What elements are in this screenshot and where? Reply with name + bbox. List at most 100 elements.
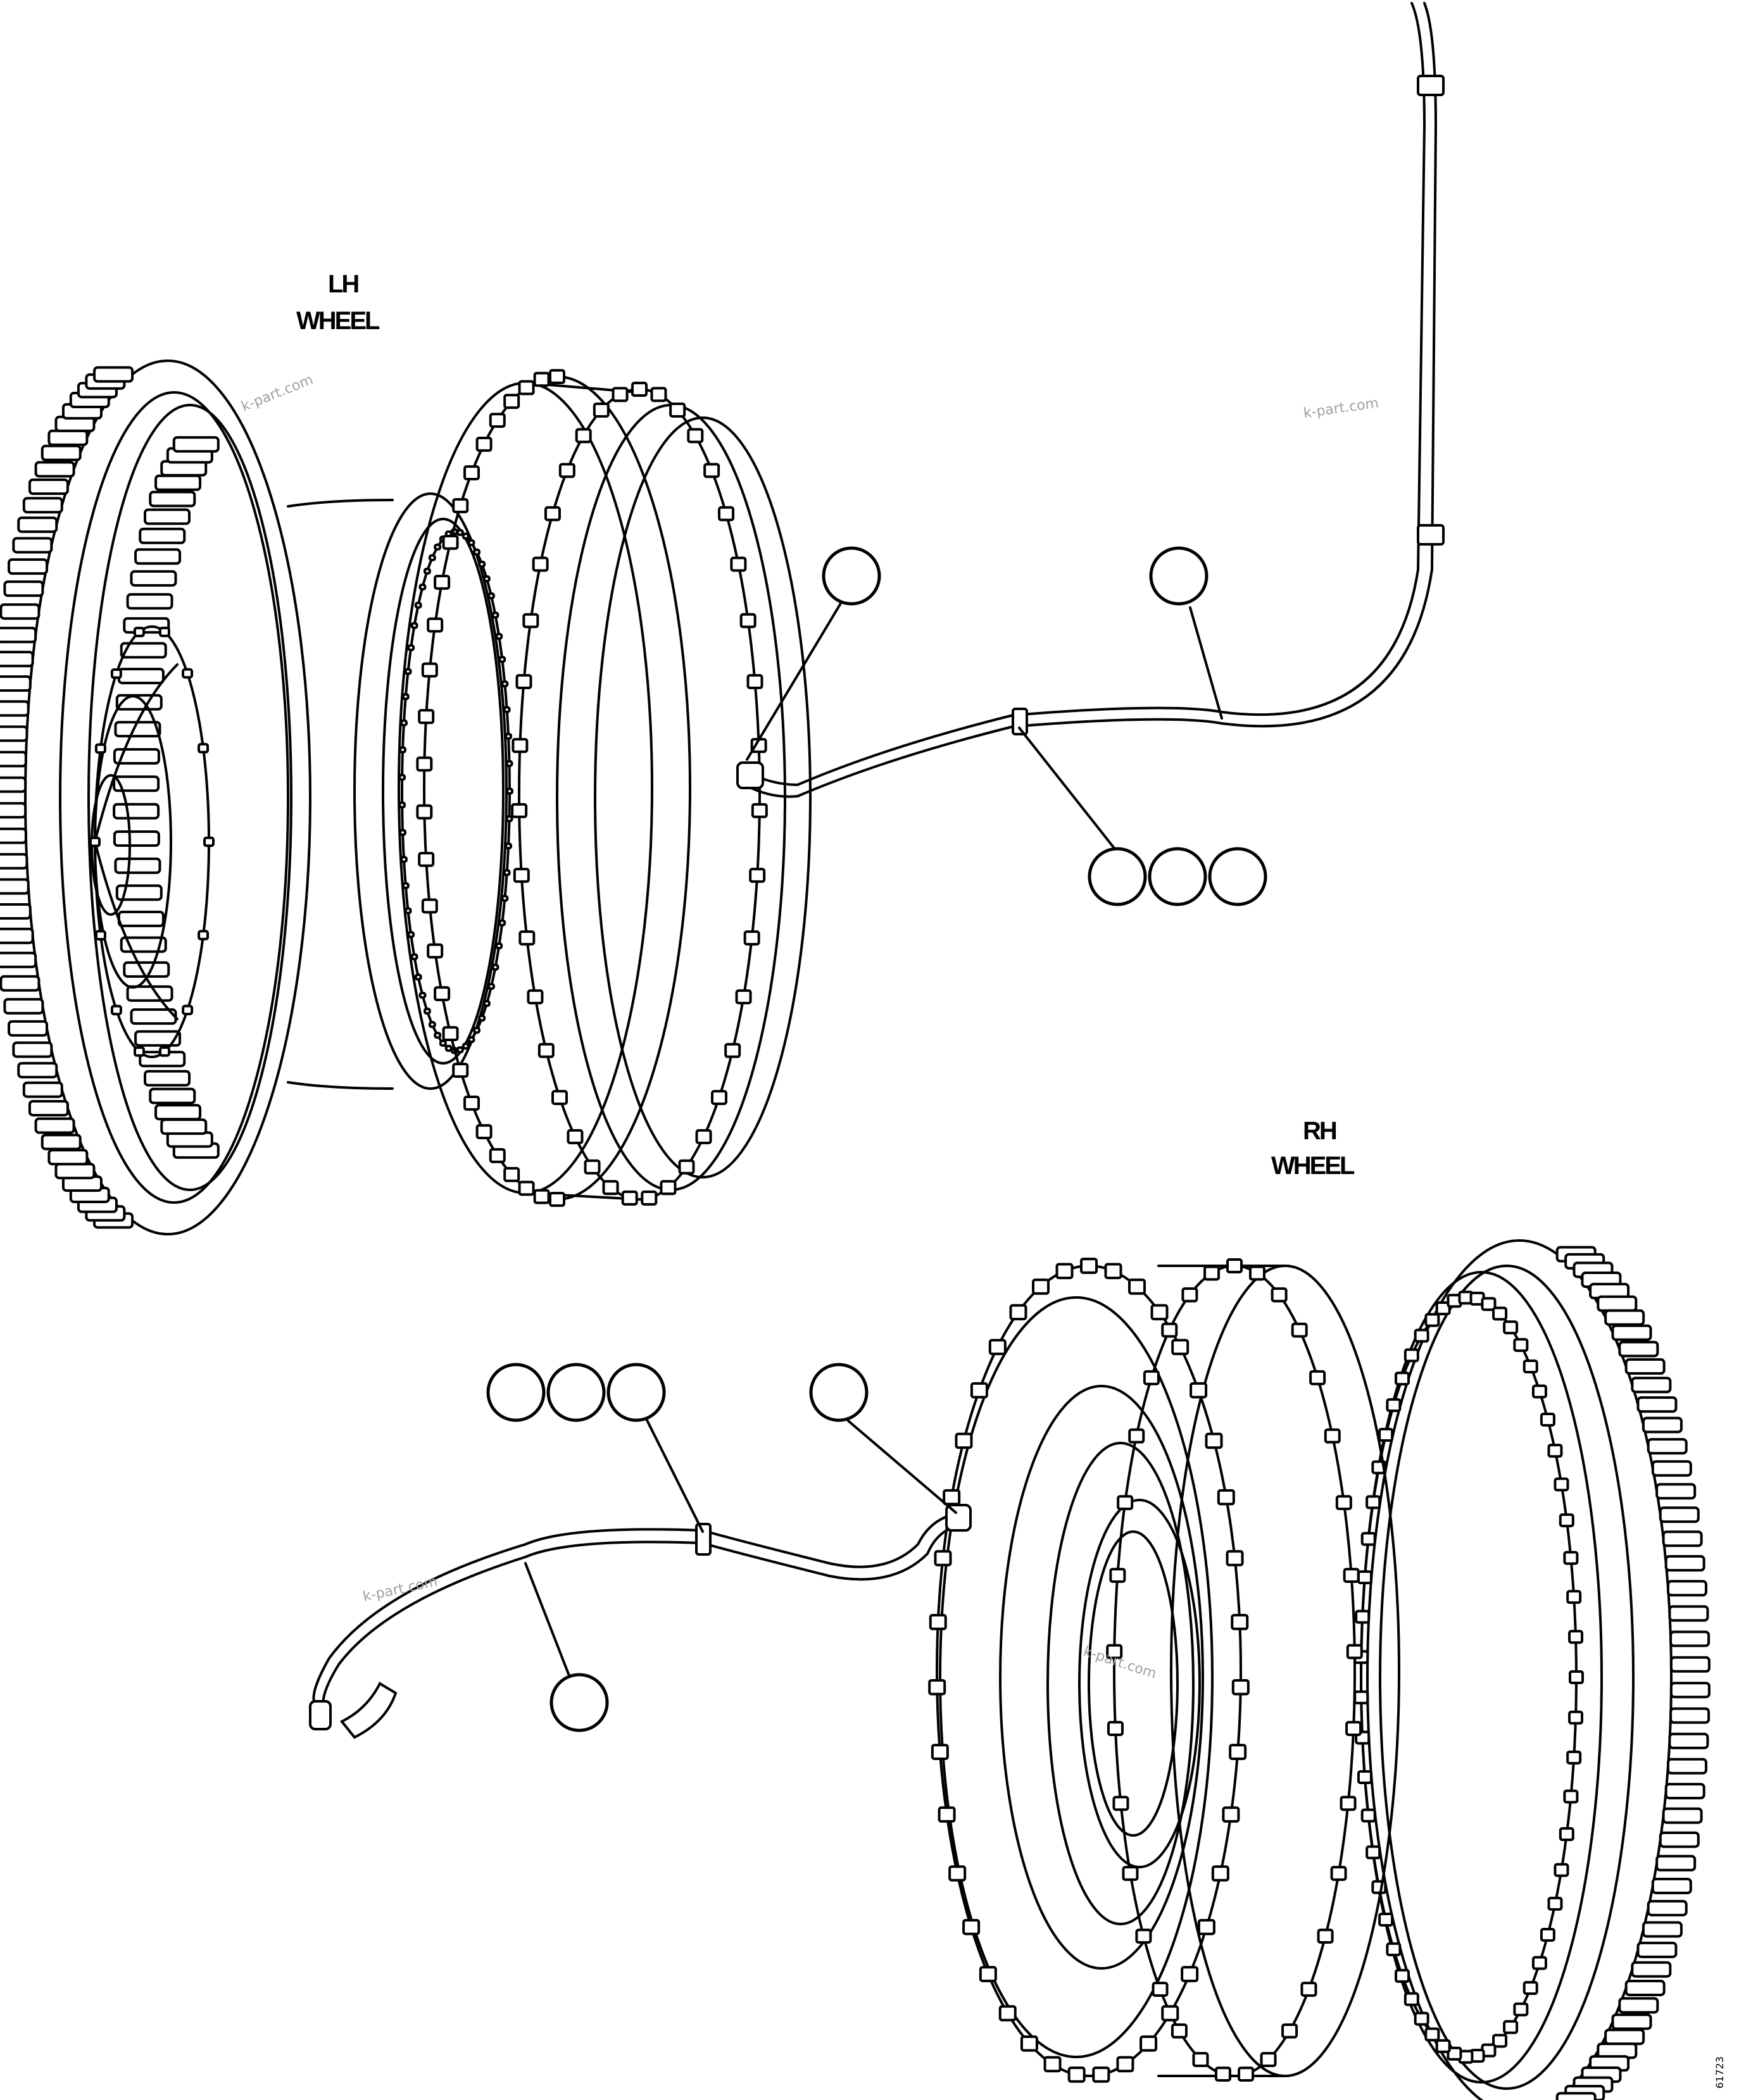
bolt (418, 991, 427, 999)
bolt (1122, 1866, 1139, 1881)
bolt (1566, 1590, 1582, 1604)
gear-tooth (154, 474, 202, 491)
gear-tooth (1642, 1921, 1683, 1938)
bolt (399, 828, 407, 836)
gear-tooth (41, 1134, 82, 1151)
bolt (203, 836, 215, 847)
bolt (427, 617, 444, 633)
bolt (718, 506, 735, 522)
lh-label-side: LH (328, 270, 358, 298)
bolt (503, 706, 511, 713)
bolt (501, 894, 509, 903)
gear-tooth (143, 1070, 191, 1087)
bolt (1291, 1322, 1308, 1338)
bolt (1523, 1980, 1538, 1995)
bolt (549, 369, 565, 384)
bolt (89, 836, 101, 847)
gear-tooth (1611, 2013, 1652, 2030)
bolt (943, 1489, 961, 1506)
bolt (518, 1180, 535, 1196)
bolt (1197, 1918, 1215, 1935)
bolt (1559, 1827, 1574, 1841)
gear-tooth (120, 936, 167, 953)
bolt (955, 1432, 973, 1449)
bolt (1135, 1928, 1152, 1944)
bolt (1531, 1956, 1547, 1970)
bolt (1435, 1301, 1451, 1316)
gear-tooth (1642, 1416, 1683, 1434)
bolt (751, 803, 768, 818)
gear-tooth (0, 878, 30, 895)
lh-label-wheel: WHEEL (296, 307, 380, 335)
gear-tooth (149, 491, 196, 508)
bolt (158, 627, 170, 637)
bolt (962, 1918, 981, 1935)
gear-tooth (1668, 1732, 1709, 1749)
bolt (567, 1129, 584, 1144)
gear-tooth (0, 853, 28, 870)
bolt (503, 869, 511, 877)
bolt (710, 1090, 727, 1105)
lh-brake-housing (398, 369, 812, 1207)
bolt (1281, 2023, 1298, 2039)
lh-gear-teeth (0, 366, 220, 1229)
bolt (1152, 1982, 1169, 1997)
bolt (475, 437, 493, 452)
callout-circle (546, 1363, 606, 1422)
gear-tooth (114, 721, 161, 738)
bolt (970, 1382, 988, 1399)
bolt (501, 680, 509, 688)
gear-tooth (0, 725, 28, 742)
bolt (1009, 1304, 1027, 1321)
bolt (938, 1806, 956, 1823)
bolt (537, 1042, 555, 1058)
gear-tooth (8, 1020, 49, 1037)
bolt (1360, 1808, 1376, 1823)
bolt (421, 662, 438, 678)
bolt (505, 759, 513, 768)
bolt (1238, 2066, 1255, 2082)
callout-circle (809, 1363, 869, 1422)
bolt (1568, 1630, 1584, 1644)
bolt (1513, 2002, 1529, 2016)
gear-tooth (1669, 1630, 1711, 1647)
bolt (503, 394, 520, 409)
bolt (1205, 1432, 1223, 1449)
gear-tooth (149, 1087, 196, 1104)
bolt (544, 506, 561, 522)
bolt (512, 737, 529, 753)
bolt (551, 1090, 568, 1105)
bolt (110, 668, 122, 679)
watermark: k-part.com (361, 1574, 439, 1605)
gear-tooth (1666, 1580, 1707, 1597)
bolt (1229, 1744, 1247, 1760)
bolt (1109, 1568, 1126, 1584)
gear-tooth (126, 985, 173, 1002)
callout-circle (1208, 847, 1267, 906)
gear-tooth (143, 508, 191, 525)
reference-code: 61723 (1714, 2056, 1726, 2089)
bolt (1181, 1966, 1199, 1982)
bolt (418, 851, 435, 867)
rh-wheel-assembly (928, 1239, 1711, 2100)
gear-tooth (8, 558, 49, 575)
gear-tooth (1636, 1396, 1678, 1413)
bolt (434, 543, 442, 551)
bolt (398, 773, 406, 781)
lh-wheel-assembly (0, 359, 812, 1235)
bolt (473, 548, 481, 556)
bolt (931, 1744, 949, 1760)
bolt (423, 1007, 431, 1015)
bolt (1540, 1413, 1555, 1427)
callout-circle (549, 1673, 609, 1732)
gear-tooth (3, 580, 44, 597)
gear-tooth (0, 951, 37, 968)
bolt (1330, 1866, 1347, 1881)
bolt (687, 428, 704, 444)
bolt (428, 554, 436, 561)
bolt (1128, 1278, 1146, 1295)
gear-tooth (1662, 1530, 1703, 1547)
bolt (444, 1044, 453, 1052)
bolt (398, 801, 406, 809)
bolt (414, 973, 422, 981)
